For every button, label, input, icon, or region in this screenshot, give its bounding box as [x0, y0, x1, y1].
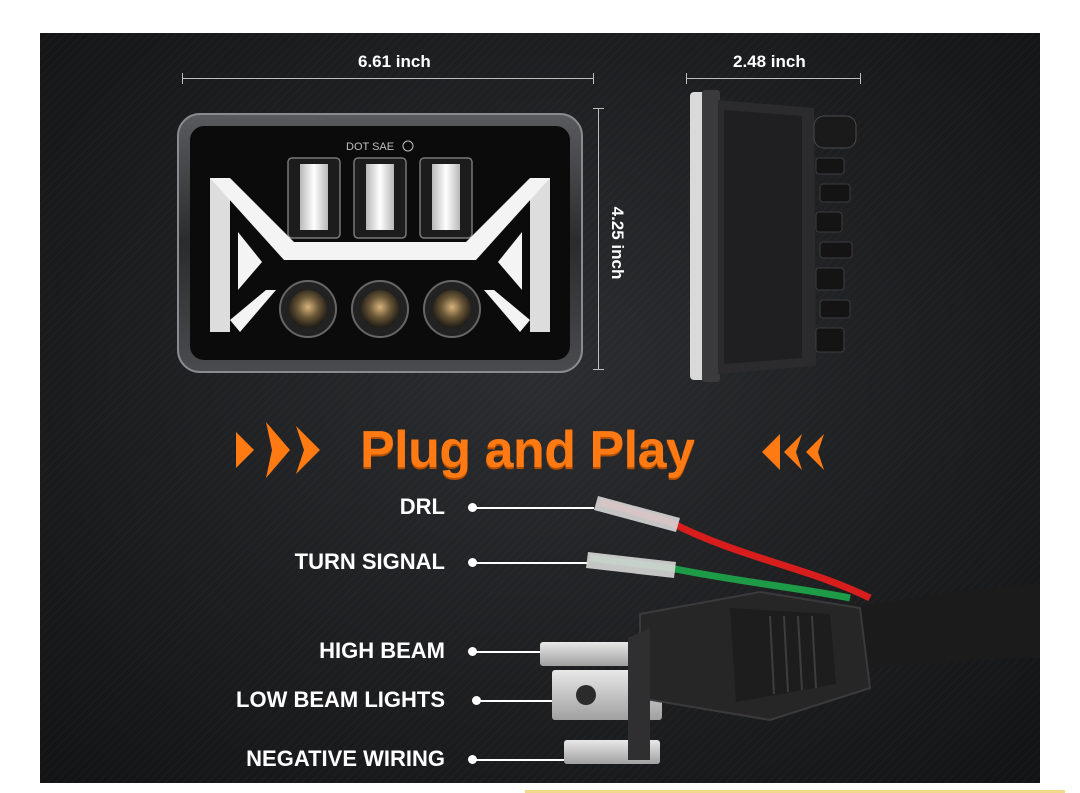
wire-dot-turn-signal [468, 558, 477, 567]
wire-label-high-beam: HIGH BEAM [319, 638, 445, 663]
dot-sae-badge: DOT SAE [346, 141, 394, 153]
wire-dot-negative [468, 755, 477, 764]
height-dimension-line [598, 108, 599, 370]
wire-label-negative-wiring: NEGATIVE WIRING [246, 746, 445, 771]
wire-dot-drl [468, 503, 477, 512]
wire-label-turn-signal: TURN SIGNAL [294, 549, 445, 574]
depth-dimension-tick-left [686, 73, 687, 84]
height-dimension-label: 4.25 inch [608, 206, 627, 280]
width-dimension-line [182, 78, 594, 79]
h4-connector-plug [540, 496, 1040, 764]
wire-dot-low-beam [472, 696, 481, 705]
headlight-side-view [690, 90, 857, 382]
wire-leader-negative [476, 759, 566, 761]
wire-leader-turn-signal [476, 562, 588, 564]
plug-and-play-headline: Plug and Play [360, 421, 695, 479]
turn-signal-green-wire [589, 554, 851, 602]
depth-dimension-label: 2.48 inch [733, 52, 806, 71]
wire-leader-low-beam [480, 700, 552, 702]
bottom-accent-bar [525, 790, 1065, 793]
headlight-front-view: DOT SAE [177, 113, 583, 373]
wire-leader-high-beam [476, 651, 542, 653]
depth-dimension-line [686, 78, 861, 79]
depth-dimension-tick-right [860, 73, 861, 84]
wire-leader-drl [476, 507, 594, 509]
width-dimension-tick-right [593, 73, 594, 84]
high-beam-led-modules [287, 157, 473, 239]
chevrons-right-icon [762, 434, 824, 470]
width-dimension-label: 6.61 inch [358, 52, 431, 71]
height-dimension-tick-bottom [593, 369, 604, 370]
wire-label-drl: DRL [399, 494, 445, 519]
chevrons-left-icon [236, 422, 320, 478]
low-beam-lenses [279, 280, 481, 338]
wire-label-low-beam-lights: LOW BEAM LIGHTS [236, 687, 445, 712]
drl-red-wire [599, 498, 872, 602]
drl-light-guide [210, 178, 550, 332]
wire-dot-high-beam [468, 647, 477, 656]
width-dimension-tick-left [182, 73, 183, 84]
height-dimension-tick-top [593, 108, 604, 109]
